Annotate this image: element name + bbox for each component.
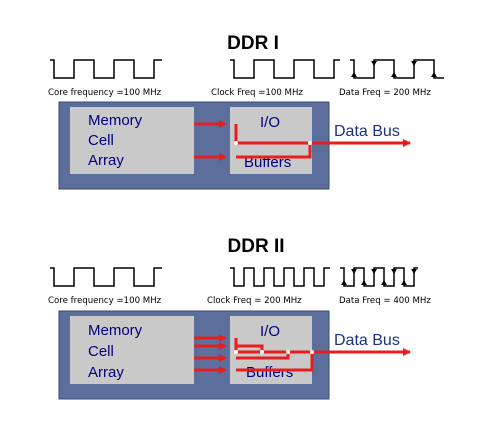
ddr2-memory-cell-array [70,316,194,384]
ddr1-clock-freq-label: Clock Freq =100 MHz [211,88,303,98]
ddr1-signal-lines [194,120,411,161]
ddr1-title: DDR I [227,33,279,54]
ddr2-memory-label-2: Cell [88,343,114,360]
ddr2-buffers-label: Buffers [246,364,293,381]
ddr1-memory-cell-array [70,107,194,174]
ddr2-io-label: I/O [260,323,280,340]
ddr1-core-clock-wave [50,59,162,79]
ddr2-memory-label-1: Memory [88,322,143,339]
ddr1-io-label: I/O [260,114,280,131]
ddr1-data-bus-label: Data Bus [334,123,400,140]
ddr1-data-freq-label: Data Freq = 200 MHz [339,88,431,98]
ddr2-clock-freq-label: Clock Freq = 200 MHz [207,296,302,306]
ddr2-data-bus-label: Data Bus [334,332,400,349]
ddr1-data-wave [350,59,444,79]
ddr2-data-wave [340,267,418,287]
ddr2-io-buffers [230,316,312,384]
ddr1-memory-label-1: Memory [88,112,143,129]
ddr1-section: DDR I Core frequency =100 MHz Clock Freq… [48,33,444,190]
ddr1-clock-wave [230,59,340,79]
ddr1-io-buffers [230,107,312,174]
ddr1-memory-label-2: Cell [88,132,114,149]
ddr1-core-freq-label: Core frequency =100 MHz [48,88,162,98]
ddr2-title: DDR II [228,236,285,257]
ddr2-memory-label-3: Array [88,364,124,381]
ddr2-clock-wave [230,267,330,287]
ddr2-data-freq-label: Data Freq = 400 MHz [339,296,431,306]
ddr2-core-clock-wave [50,267,162,287]
ddr2-section: DDR II Core frequency =100 MHz Clock Fre… [48,236,431,400]
ddr2-signal-lines [194,334,411,374]
ddr1-memory-label-3: Array [88,152,124,169]
ddr2-core-freq-label: Core frequency =100 MHz [48,296,162,306]
